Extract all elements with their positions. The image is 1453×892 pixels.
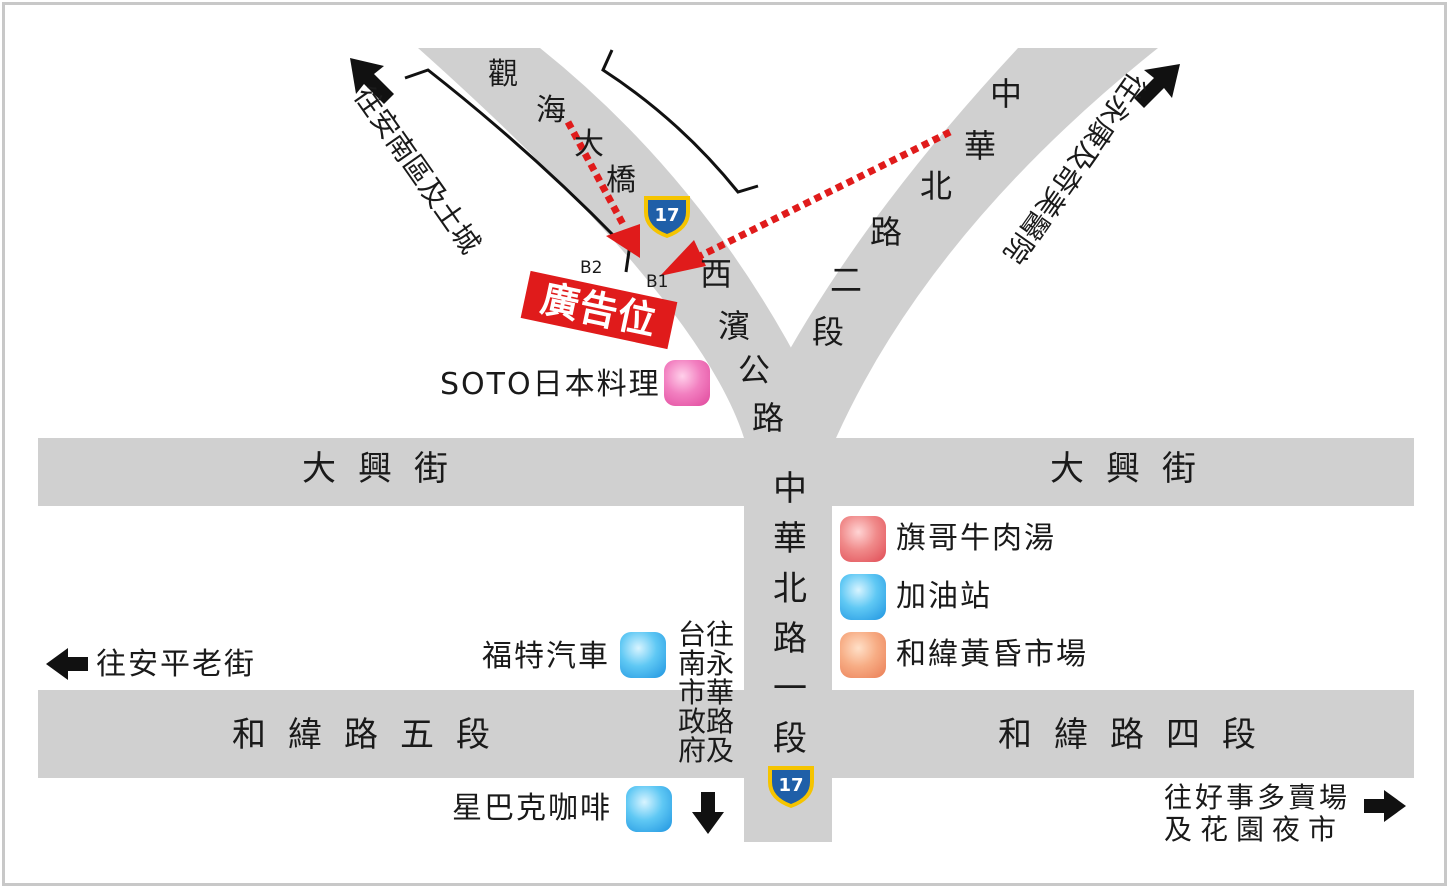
label-zh2-3: 北 bbox=[920, 167, 953, 205]
arrow-northeast bbox=[1134, 64, 1180, 108]
route-shield-bottom: 17 bbox=[768, 766, 814, 808]
label-xibin-2: 濱 bbox=[718, 307, 751, 345]
poi-gas-station-marker[interactable] bbox=[840, 574, 886, 620]
road-hewei-road bbox=[38, 690, 1414, 778]
bridge-bracket-right bbox=[601, 49, 759, 194]
arrow-west bbox=[46, 648, 88, 680]
poi-ford-marker[interactable] bbox=[620, 632, 666, 678]
poi-hewei-market-label: 和緯黃昏市場 bbox=[896, 637, 1088, 672]
label-guanhai-3: 大 bbox=[574, 127, 604, 162]
label-hewei-5: 和緯路五段 bbox=[232, 715, 512, 755]
dir-city-hall-line4: 政路 bbox=[678, 705, 735, 738]
arrow-south bbox=[692, 792, 724, 834]
arrow-b1-head bbox=[660, 240, 706, 276]
label-xibin-4: 路 bbox=[752, 399, 785, 437]
dir-anping-old-street: 往安平老街 bbox=[96, 647, 256, 682]
label-hewei-4: 和緯路四段 bbox=[998, 715, 1278, 755]
road-daxing-street bbox=[38, 438, 1414, 506]
poi-qige-beef-label: 旗哥牛肉湯 bbox=[896, 521, 1056, 556]
label-zhonghua-north-1: 中華北路一段 bbox=[773, 469, 807, 759]
dir-haoshiduo-line2: 及花園夜市 bbox=[1164, 813, 1345, 846]
label-zh2-2: 華 bbox=[964, 127, 997, 165]
route-number-top: 17 bbox=[654, 205, 679, 226]
poi-soto-label: SOTO日本料理 bbox=[440, 367, 661, 402]
label-guanhai-2: 海 bbox=[536, 93, 566, 128]
poi-hewei-market-marker[interactable] bbox=[840, 632, 886, 678]
arrow-northwest bbox=[350, 58, 394, 104]
arrow-b2-dotted bbox=[564, 120, 628, 228]
dir-city-hall-line1: 台往 bbox=[678, 618, 735, 651]
label-zh2-5: 二 bbox=[830, 261, 863, 299]
poi-qige-beef-marker[interactable] bbox=[840, 516, 886, 562]
route-shield-top: 17 bbox=[644, 196, 690, 238]
label-zh2-4: 路 bbox=[870, 213, 903, 251]
road-zhonghua-north-2 bbox=[744, 48, 1158, 438]
poi-ford-label: 福特汽車 bbox=[482, 639, 610, 674]
label-zh2-1: 中 bbox=[990, 75, 1023, 113]
label-xibin-3: 公 bbox=[738, 351, 771, 389]
dir-city-hall-line2: 南永 bbox=[678, 647, 735, 680]
label-daxing-left: 大興街 bbox=[302, 449, 470, 489]
bridge-bracket-left bbox=[404, 68, 620, 242]
ramp-b2: B2 bbox=[580, 258, 603, 278]
dir-city-hall-line5: 府及 bbox=[678, 734, 735, 767]
poi-soto-marker[interactable] bbox=[664, 360, 710, 406]
poi-starbucks-marker[interactable] bbox=[626, 786, 672, 832]
label-guanhai-4: 橋 bbox=[606, 163, 636, 198]
label-zh2-6: 段 bbox=[812, 313, 845, 351]
dir-tainan-city-hall: 台往 南永 市華 政路 府及 bbox=[678, 620, 734, 765]
route-number-bottom: 17 bbox=[778, 775, 803, 796]
dir-city-hall-line3: 市華 bbox=[678, 676, 735, 709]
dir-haoshiduo-line1: 往好事多賣場 bbox=[1164, 781, 1351, 814]
arrow-b2-head bbox=[606, 224, 640, 258]
ramp-b1: B1 bbox=[646, 272, 669, 292]
label-xibin-1: 西 bbox=[700, 255, 733, 293]
label-daxing-right: 大興街 bbox=[1050, 449, 1218, 489]
label-guanhai-1: 觀 bbox=[488, 57, 518, 92]
dir-haoshiduo: 往好事多賣場 及花園夜市 bbox=[1164, 782, 1350, 846]
poi-starbucks-label: 星巴克咖啡 bbox=[452, 791, 612, 826]
poi-gas-station-label: 加油站 bbox=[896, 579, 992, 614]
arrow-b1-dotted bbox=[698, 128, 952, 260]
arrow-east bbox=[1364, 790, 1406, 822]
